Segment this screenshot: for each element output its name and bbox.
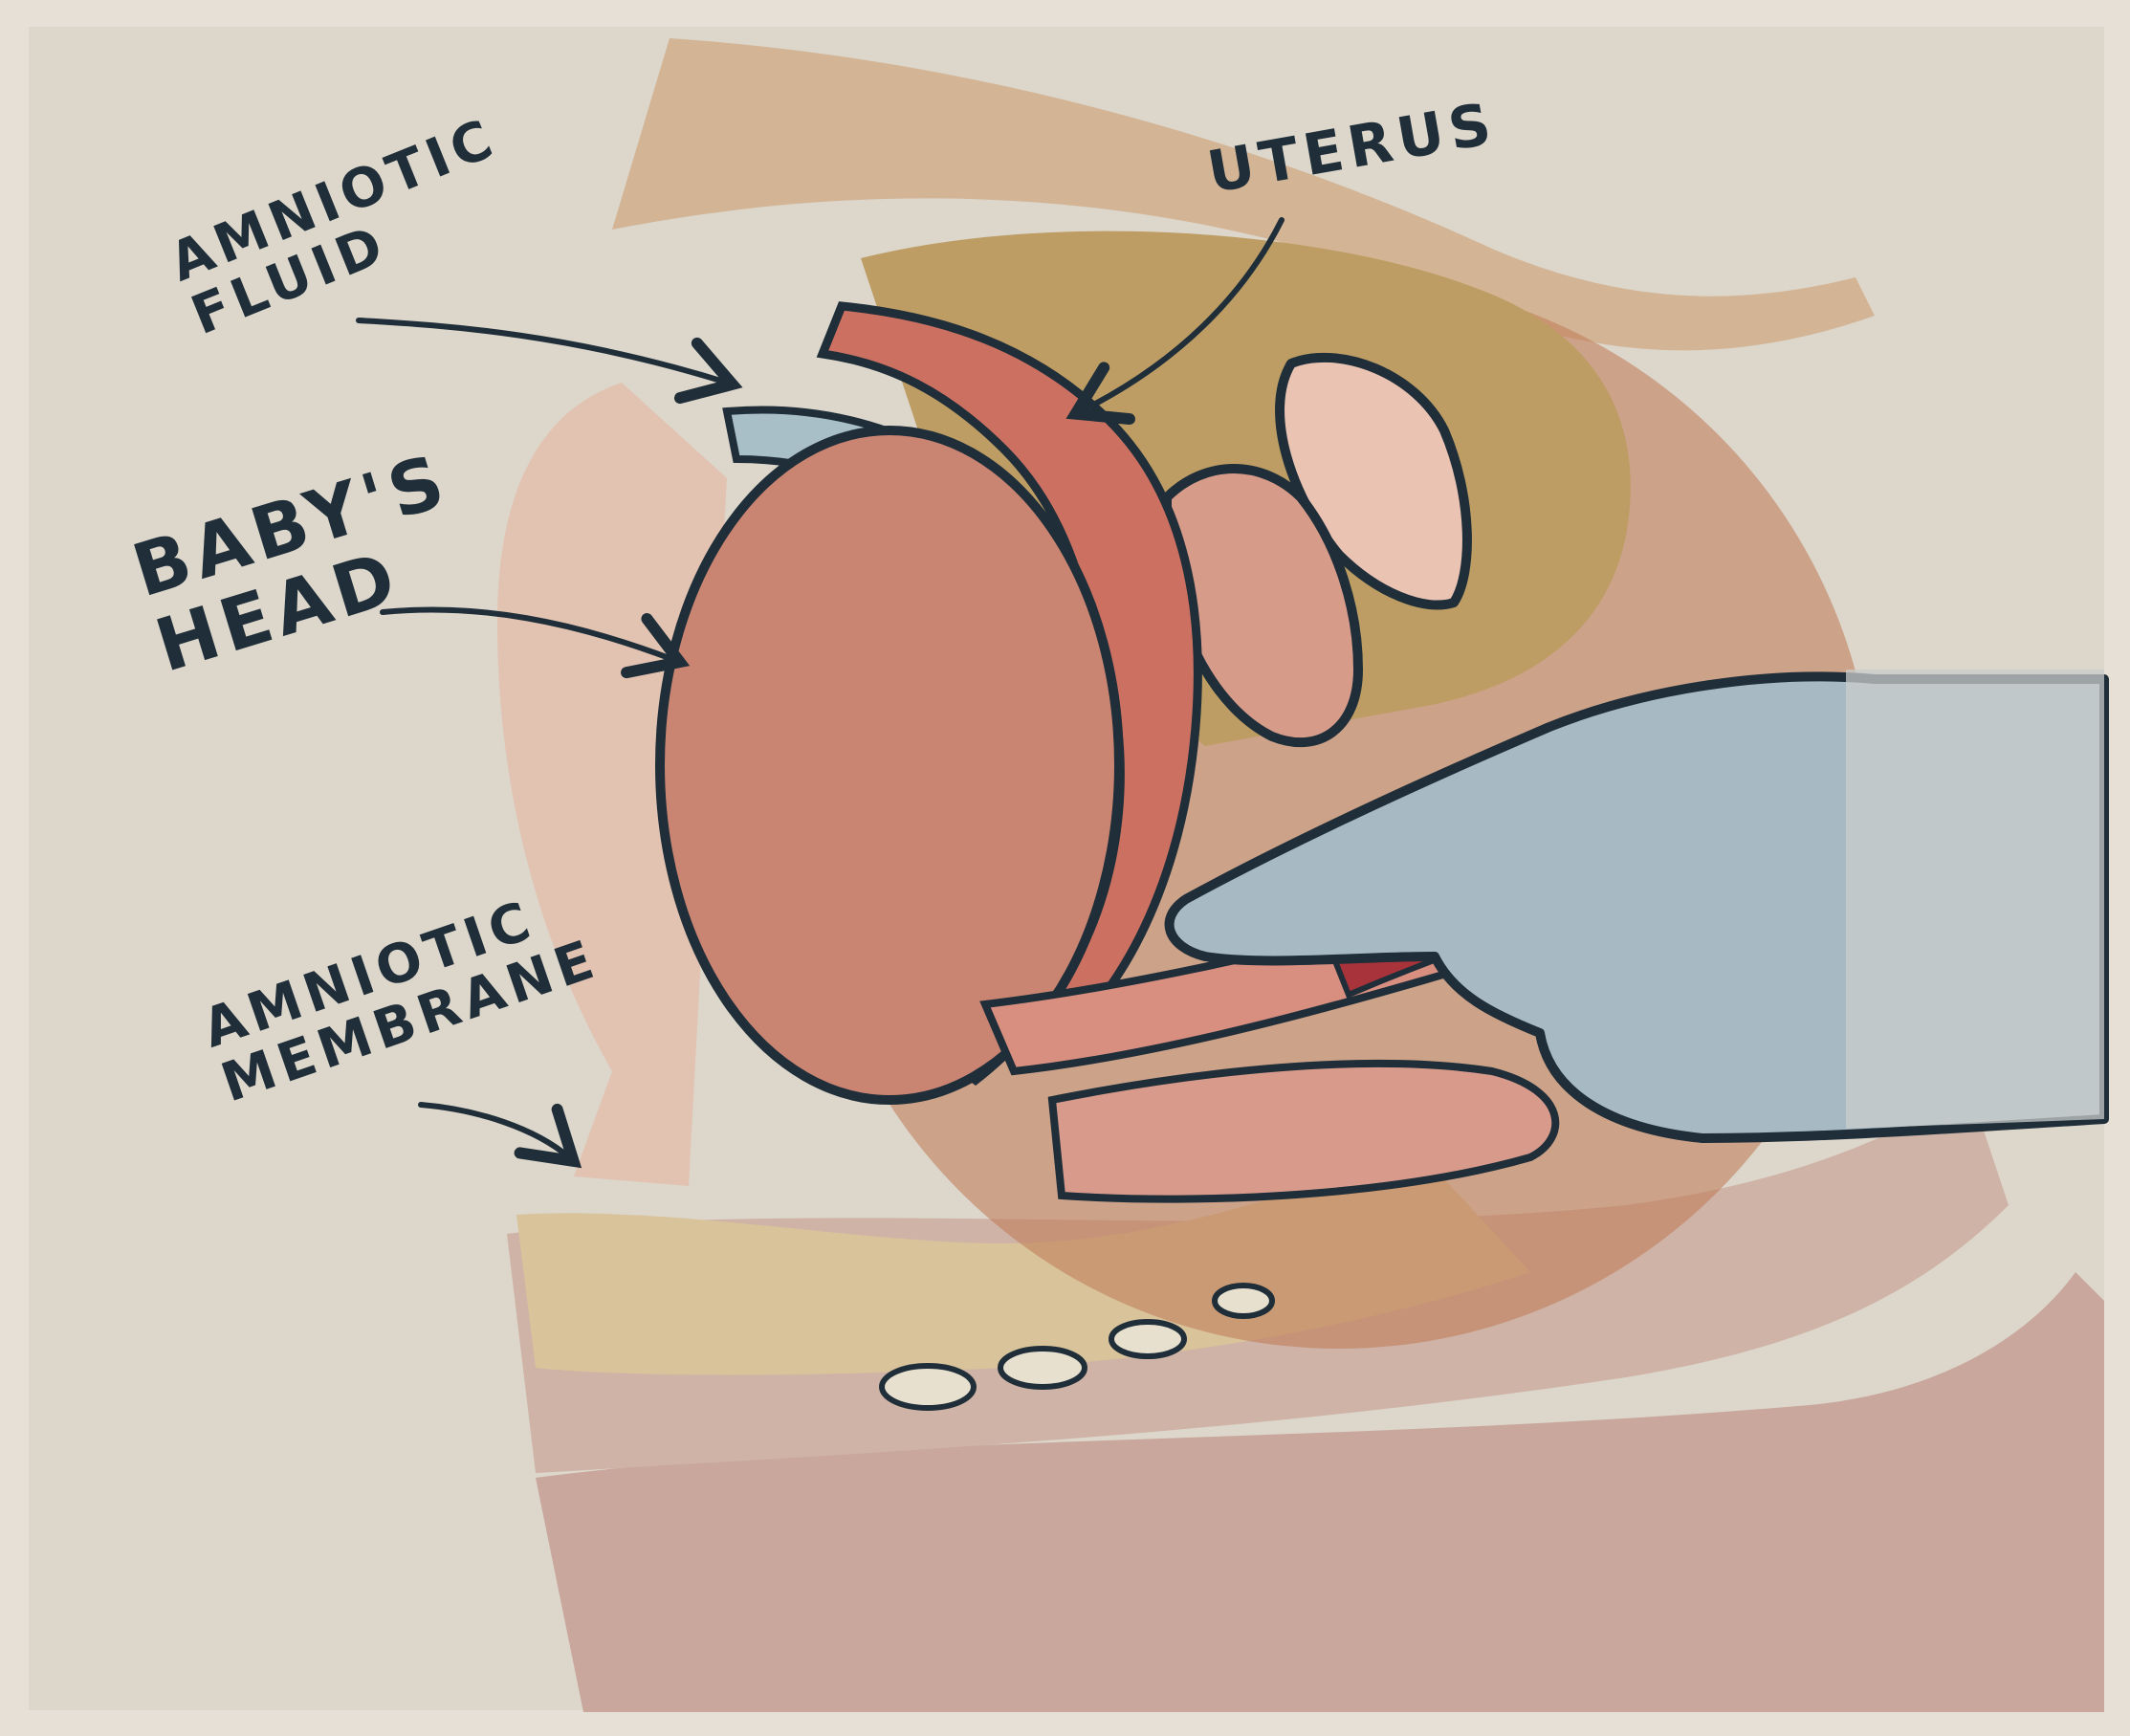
vertebra [882, 1366, 974, 1408]
vertebra [1000, 1349, 1085, 1387]
glove-cuff [1846, 670, 2104, 1129]
vertebra [1111, 1322, 1184, 1356]
vertebra [1215, 1286, 1272, 1316]
